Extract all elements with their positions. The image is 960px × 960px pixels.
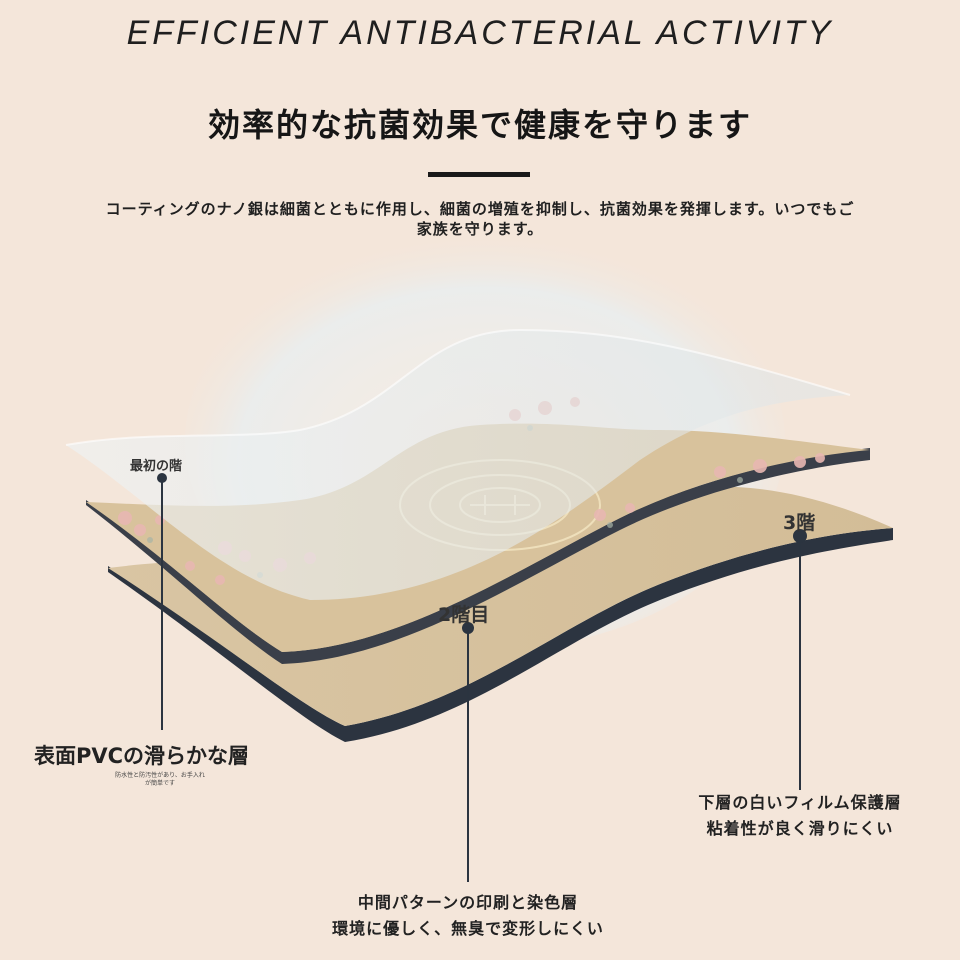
first-layer-pin [157, 473, 167, 483]
title-english: EFFICIENT ANTIBACTERIAL ACTIVITY [126, 14, 834, 52]
surface-layer-note: 防水性と防汚性があり、お手入れ が簡単です [80, 772, 240, 788]
middle-layer-sub: 環境に優しく、無臭で変形しにくい [332, 919, 604, 938]
second-layer-pin [462, 622, 474, 634]
second-layer-tag: 2階目 [438, 604, 490, 626]
top-film-highlight [65, 328, 851, 446]
middle-layer-title: 中間パターンの印刷と染色層 [357, 893, 579, 912]
title-divider [428, 172, 530, 177]
bottom-layer-caption: 下層の白いフィルム保護層 粘着性が良く滑りにくい [640, 790, 960, 842]
bottom-layer-sub: 粘着性が良く滑りにくい [706, 819, 894, 838]
third-layer-pin [793, 529, 807, 543]
surface-note-line-1: 防水性と防汚性があり、お手入れ [115, 772, 205, 779]
middle-layer-caption: 中間パターンの印刷と染色層 環境に優しく、無臭で変形しにくい [268, 890, 668, 942]
description-line-1: コーティングのナノ銀は細菌とともに作用し、細菌の増殖を抑制し、抗菌効果を発揮しま… [105, 200, 855, 218]
bottom-layer-title: 下層の白いフィルム保護層 [698, 793, 902, 812]
surface-note-line-2: が簡単です [144, 780, 175, 787]
bottom-mat-edge [108, 528, 893, 742]
middle-layer-edge [86, 448, 870, 664]
third-layer-tag: 3階 [783, 512, 816, 534]
first-layer-tag: 最初の階 [130, 459, 183, 474]
top-film [66, 330, 850, 600]
title-japanese: 効率的な抗菌効果で健康を守ります [207, 106, 752, 144]
surface-layer-title: 表面PVCの滑らかな層 [34, 744, 250, 768]
